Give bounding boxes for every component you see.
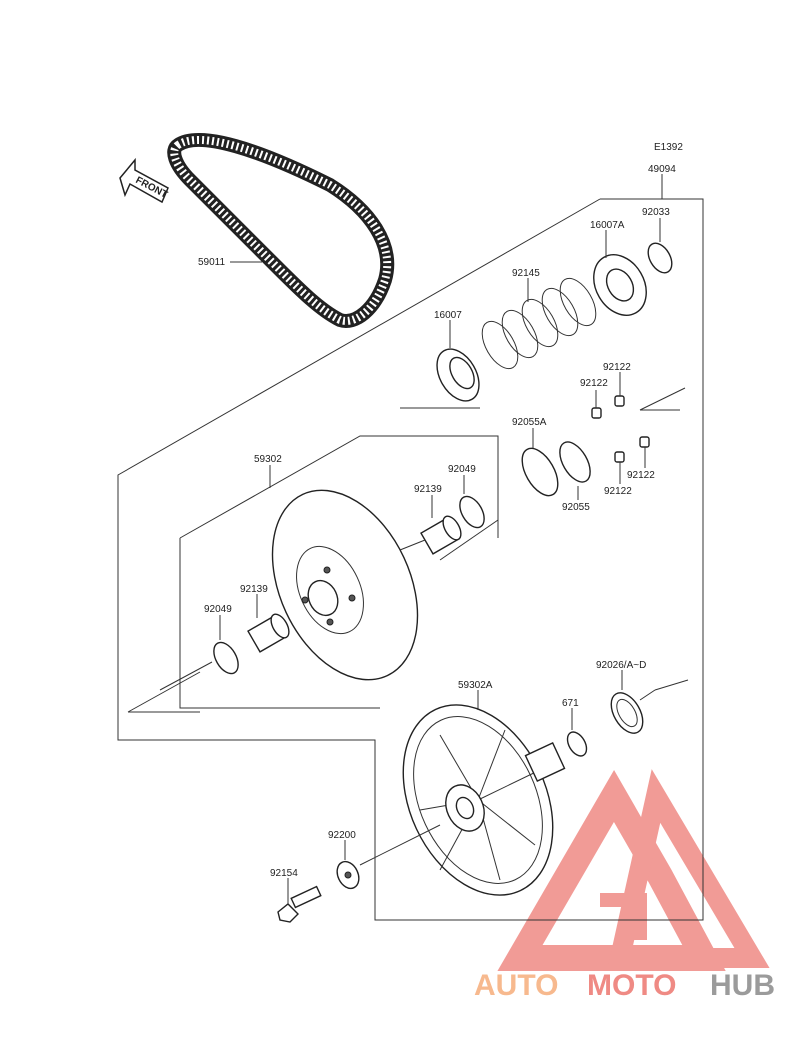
bushing-left xyxy=(247,613,290,653)
oring xyxy=(559,441,591,483)
oring-a xyxy=(521,447,559,497)
front-arrow-icon: FRONT xyxy=(119,157,169,204)
label-pin-4: 92122 xyxy=(627,470,655,481)
drive-belt xyxy=(167,132,395,328)
movable-sheave xyxy=(402,704,566,896)
label-bushing-right: 92139 xyxy=(414,484,442,495)
label-seal-left: 92049 xyxy=(204,604,232,615)
bushing-right xyxy=(420,515,462,555)
compression-spring xyxy=(481,277,597,370)
label-washer: 92200 xyxy=(328,830,356,841)
label-seal-right: 92049 xyxy=(448,464,476,475)
fixed-sheave xyxy=(271,489,419,681)
label-bolt: 92154 xyxy=(270,868,298,879)
label-pin-3: 92122 xyxy=(604,486,632,497)
ring-top xyxy=(647,242,673,274)
pin-2 xyxy=(614,395,625,407)
label-shim: 92026/A~D xyxy=(596,660,646,671)
pin-4 xyxy=(639,436,650,448)
flange-bolt xyxy=(277,885,322,923)
label-pin-2: 92122 xyxy=(603,362,631,373)
watermark-text-hub: HUB xyxy=(710,969,775,1002)
label-spring-seat: 16007 xyxy=(434,310,462,321)
label-fixed-sheave: 59302 xyxy=(254,454,282,465)
label-circlip: 671 xyxy=(562,698,579,709)
spring-seat xyxy=(436,348,480,402)
pin-3 xyxy=(614,451,625,463)
circlip xyxy=(566,731,588,757)
watermark-text-moto: MOTO xyxy=(587,969,676,1002)
label-belt: 59011 xyxy=(198,257,226,268)
label-oring-a: 92055A xyxy=(512,417,547,428)
label-spring-seat-a: 16007A xyxy=(590,220,625,231)
label-spring: 92145 xyxy=(512,268,540,279)
pin-1 xyxy=(591,407,602,419)
label-movable-sheave: 59302A xyxy=(458,680,493,691)
washer xyxy=(336,860,360,890)
label-assembly: 49094 xyxy=(648,164,676,175)
label-ring-top: 92033 xyxy=(642,207,670,218)
label-pin-1: 92122 xyxy=(580,378,608,389)
label-bushing-left: 92139 xyxy=(240,584,268,595)
seal-right xyxy=(459,495,485,529)
watermark-logo xyxy=(497,769,770,971)
label-oring: 92055 xyxy=(562,502,590,513)
diagram-code: E1392 xyxy=(654,142,683,153)
spring-seat-a xyxy=(593,254,647,316)
shim xyxy=(610,692,644,734)
seal-left xyxy=(213,641,239,675)
watermark-text-auto: AUTO xyxy=(474,969,558,1002)
